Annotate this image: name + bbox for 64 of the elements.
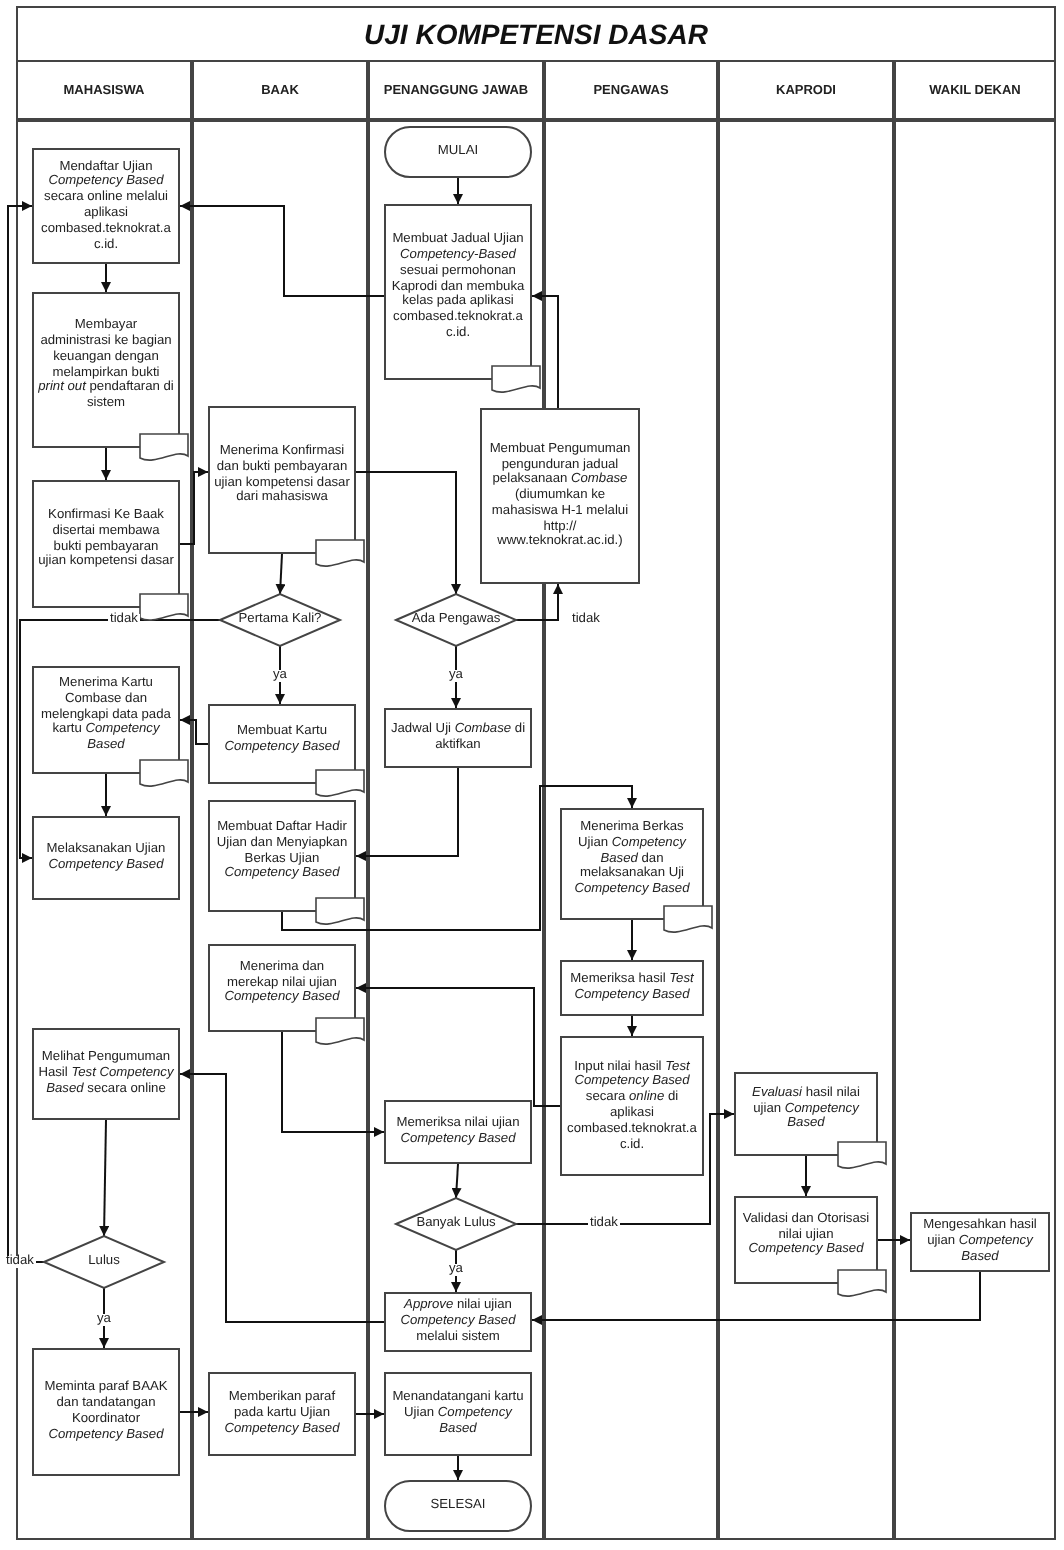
document-box: [32, 666, 180, 774]
document-box: [734, 1196, 878, 1284]
arrow: [453, 1455, 463, 1481]
document-box: [32, 292, 180, 448]
process-box: [32, 1348, 180, 1476]
arrow: [801, 1155, 811, 1197]
arrow: [101, 773, 111, 817]
arrow: [179, 715, 209, 745]
arrow: [101, 263, 111, 293]
arrow: [179, 1069, 385, 1323]
process-box: [32, 1028, 180, 1120]
process-box: [384, 1292, 532, 1352]
arrow: [877, 1235, 911, 1245]
decision-diamond: [396, 594, 516, 646]
arrow: [99, 1119, 110, 1237]
document-box: [208, 944, 356, 1032]
arrow: [179, 1407, 209, 1417]
arrow: [101, 447, 111, 481]
decision-diamond: [44, 1236, 164, 1288]
arrow: [355, 767, 459, 861]
arrow: [515, 1109, 735, 1225]
process-box: [560, 960, 704, 1016]
process-box: [384, 708, 532, 768]
process-box: [384, 1100, 532, 1164]
arrow: [275, 553, 286, 595]
arrow: [275, 645, 285, 705]
document-box: [32, 480, 180, 608]
document-box: [734, 1072, 878, 1156]
swimlane: [894, 60, 1056, 1540]
arrow: [451, 645, 461, 709]
arrow: [627, 1015, 637, 1037]
arrow: [281, 785, 637, 931]
process-box: [208, 1372, 356, 1456]
process-box: [560, 1036, 704, 1176]
arrow: [531, 291, 559, 409]
swimlane: [192, 60, 368, 1540]
process-box: [384, 1372, 532, 1456]
terminator: [384, 126, 532, 178]
arrow: [355, 471, 461, 595]
arrow: [531, 1271, 981, 1325]
document-box: [384, 204, 532, 380]
arrow: [19, 619, 221, 863]
swimlane: [718, 60, 894, 1540]
arrow: [179, 201, 385, 297]
arrow: [7, 201, 45, 1263]
arrow: [355, 1409, 385, 1419]
arrow: [179, 467, 209, 545]
document-box: [208, 406, 356, 554]
arrow: [515, 583, 563, 621]
arrow: [281, 1031, 385, 1137]
process-box: [480, 408, 640, 584]
decision-diamond: [220, 594, 340, 646]
process-box: [32, 148, 180, 264]
terminator: [384, 1480, 532, 1532]
document-box: [560, 808, 704, 920]
decision-diamond: [396, 1198, 516, 1250]
document-box: [208, 800, 356, 912]
arrow: [453, 177, 463, 205]
arrow: [99, 1287, 109, 1349]
arrow: [355, 983, 561, 1107]
process-box: [910, 1212, 1050, 1272]
arrow: [451, 1163, 462, 1199]
arrow: [627, 919, 637, 961]
process-box: [32, 816, 180, 900]
